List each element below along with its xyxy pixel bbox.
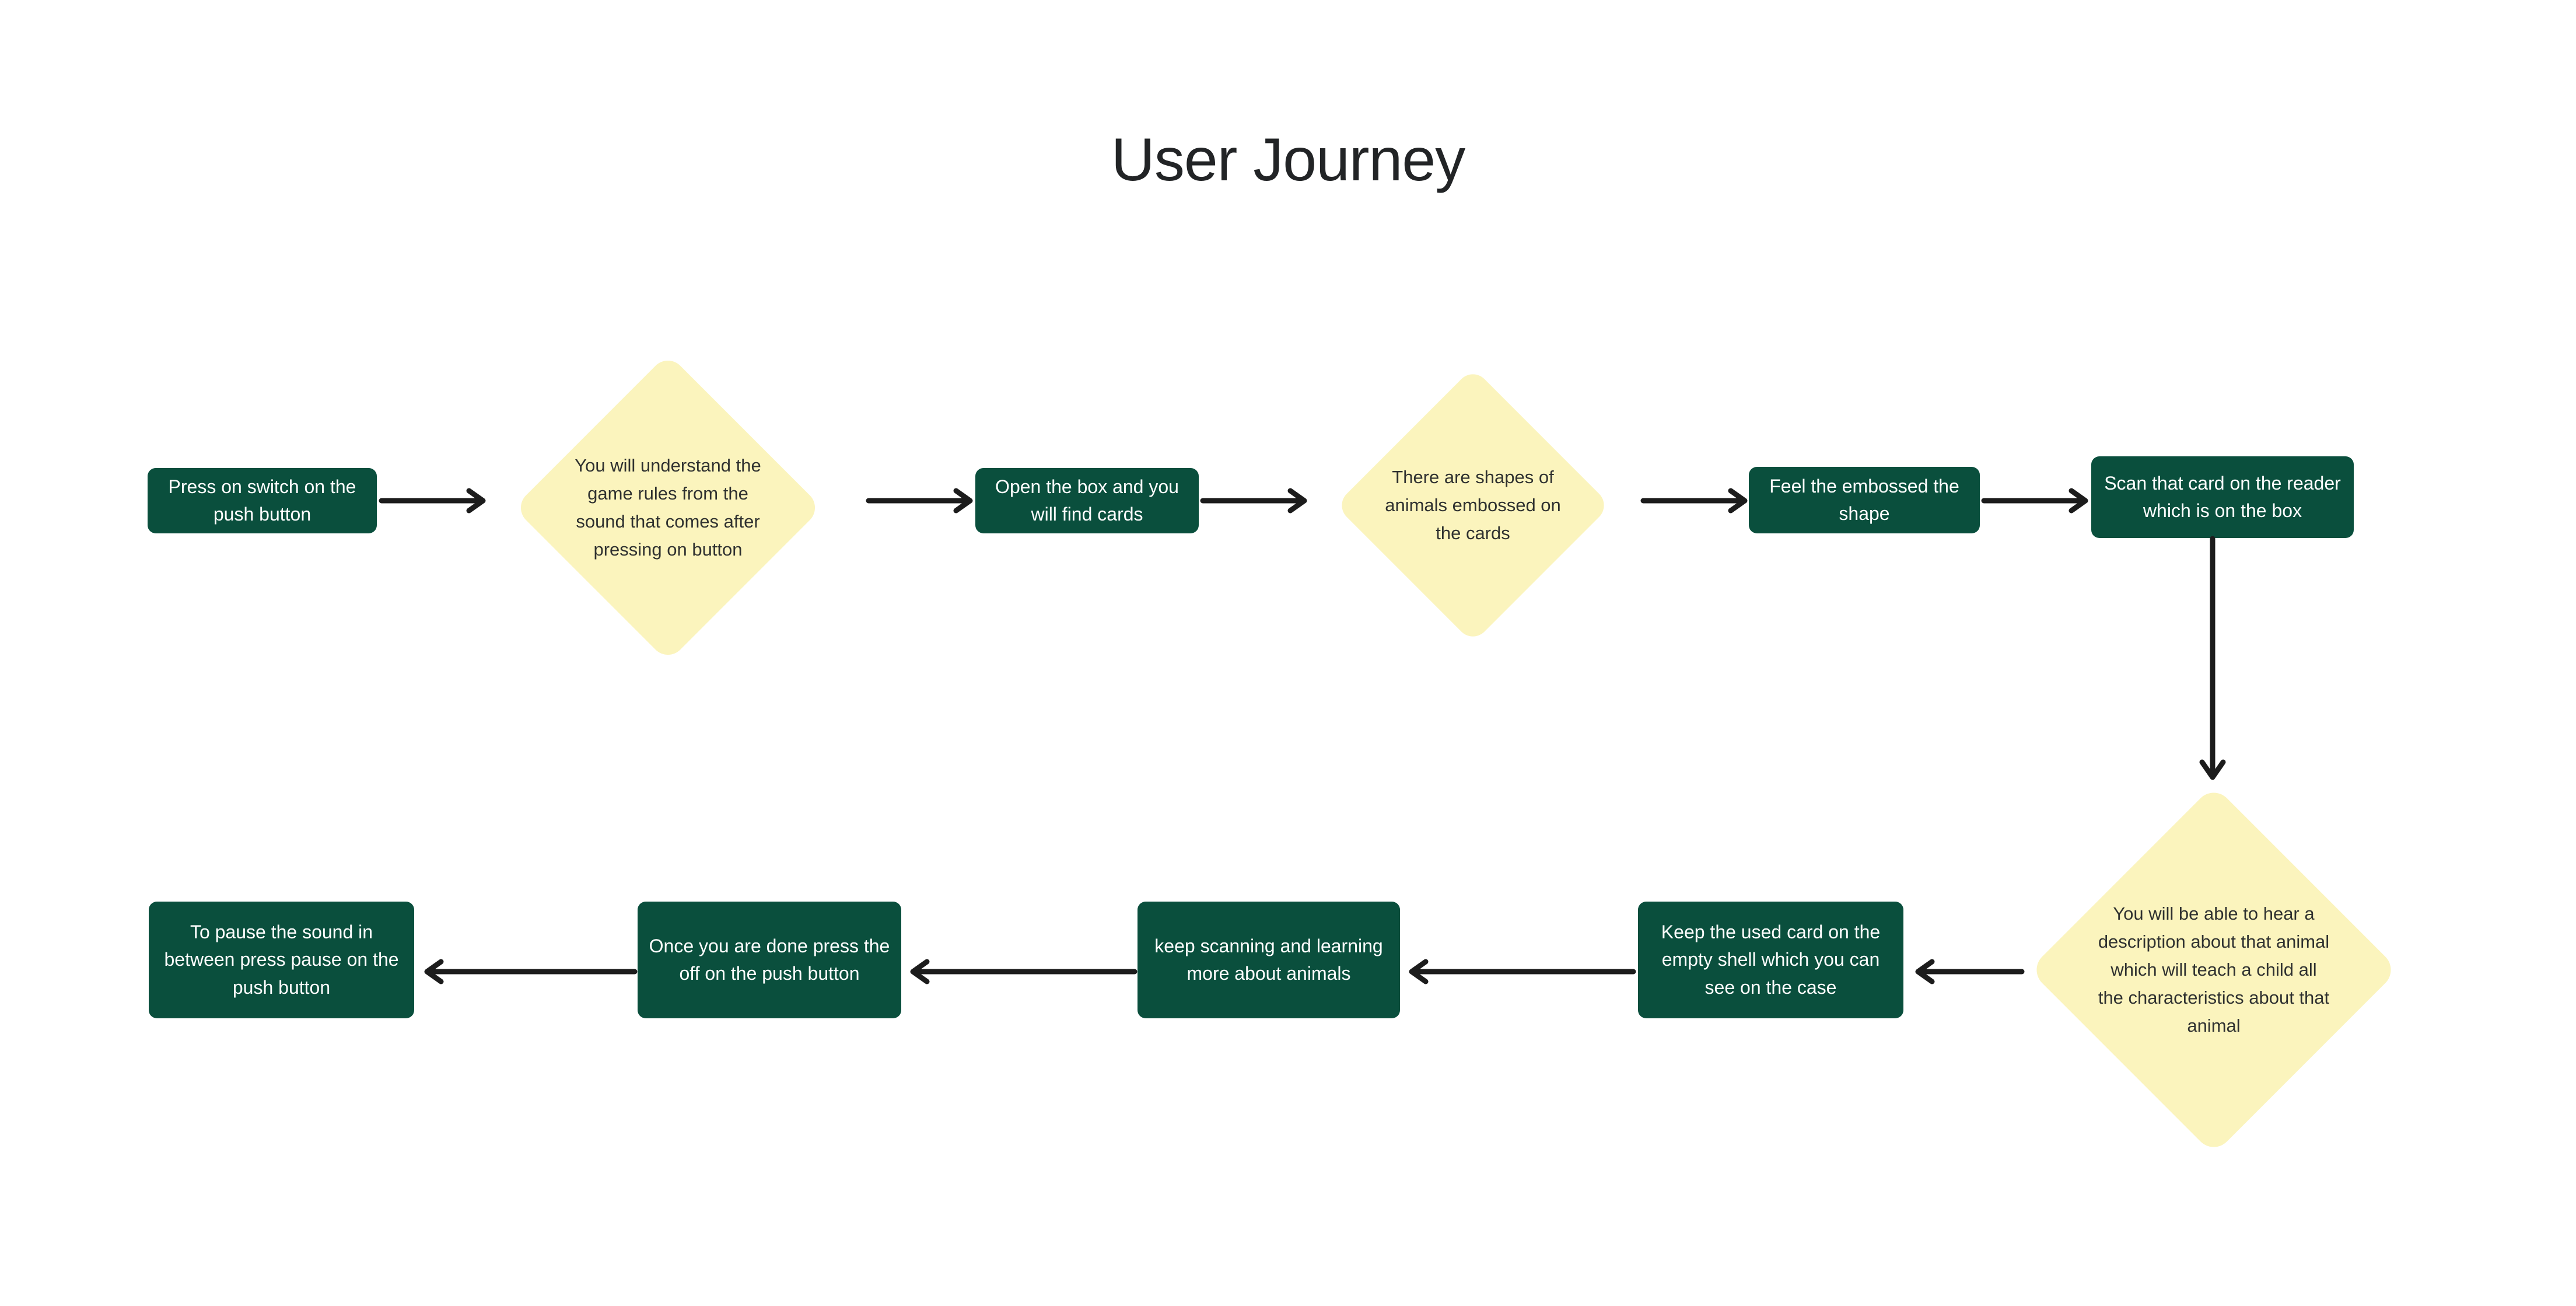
node-label: There are shapes of animals embossed on … (1385, 466, 1561, 544)
arrow-n9-to-n10 (910, 959, 1138, 984)
process-node-feel-shape[interactable]: Feel the embossed the shape (1749, 467, 1980, 533)
process-node-pause-sound[interactable]: To pause the sound in between press paus… (149, 902, 414, 1018)
process-node-keep-scanning[interactable]: keep scanning and learning more about an… (1138, 902, 1400, 1018)
arrow-n7-to-n8 (1915, 959, 2025, 984)
arrow-n4-to-n5 (1640, 488, 1748, 514)
process-node-open-box[interactable]: Open the box and you will find cards (975, 468, 1199, 533)
arrow-n2-to-n3 (866, 488, 973, 514)
decision-node-hear-description[interactable]: You will be able to hear a description a… (2029, 785, 2399, 1155)
node-label: Scan that card on the reader which is on… (2104, 472, 2341, 521)
node-label: Press on switch on the push button (168, 476, 356, 525)
decision-node-game-rules[interactable]: You will understand the game rules from … (513, 353, 822, 662)
process-node-scan-card[interactable]: Scan that card on the reader which is on… (2091, 456, 2354, 538)
node-label: Feel the embossed the shape (1769, 475, 1959, 524)
process-node-press-off[interactable]: Once you are done press the off on the p… (638, 902, 901, 1018)
arrow-n10-to-n11 (424, 959, 638, 984)
node-label: You will be able to hear a description a… (2098, 903, 2330, 1036)
arrow-n3-to-n4 (1200, 488, 1307, 514)
page-title: User Journey (1111, 126, 1465, 194)
process-node-keep-used-card[interactable]: Keep the used card on the empty shell wh… (1638, 902, 1903, 1018)
arrow-n1-to-n2 (379, 488, 486, 514)
arrow-n6-to-n7 (2199, 536, 2226, 780)
arrow-n8-to-n9 (1409, 959, 1636, 984)
node-label: Keep the used card on the empty shell wh… (1661, 921, 1881, 998)
arrow-n5-to-n6 (1981, 488, 2088, 514)
node-label: Open the box and you will find cards (995, 476, 1179, 525)
process-node-press-switch[interactable]: Press on switch on the push button (148, 468, 377, 533)
node-label: To pause the sound in between press paus… (164, 921, 399, 998)
node-label: You will understand the game rules from … (575, 455, 761, 560)
node-label: Once you are done press the off on the p… (649, 935, 890, 984)
decision-node-animal-shapes[interactable]: There are shapes of animals embossed on … (1307, 367, 1639, 644)
node-label: keep scanning and learning more about an… (1154, 935, 1383, 984)
